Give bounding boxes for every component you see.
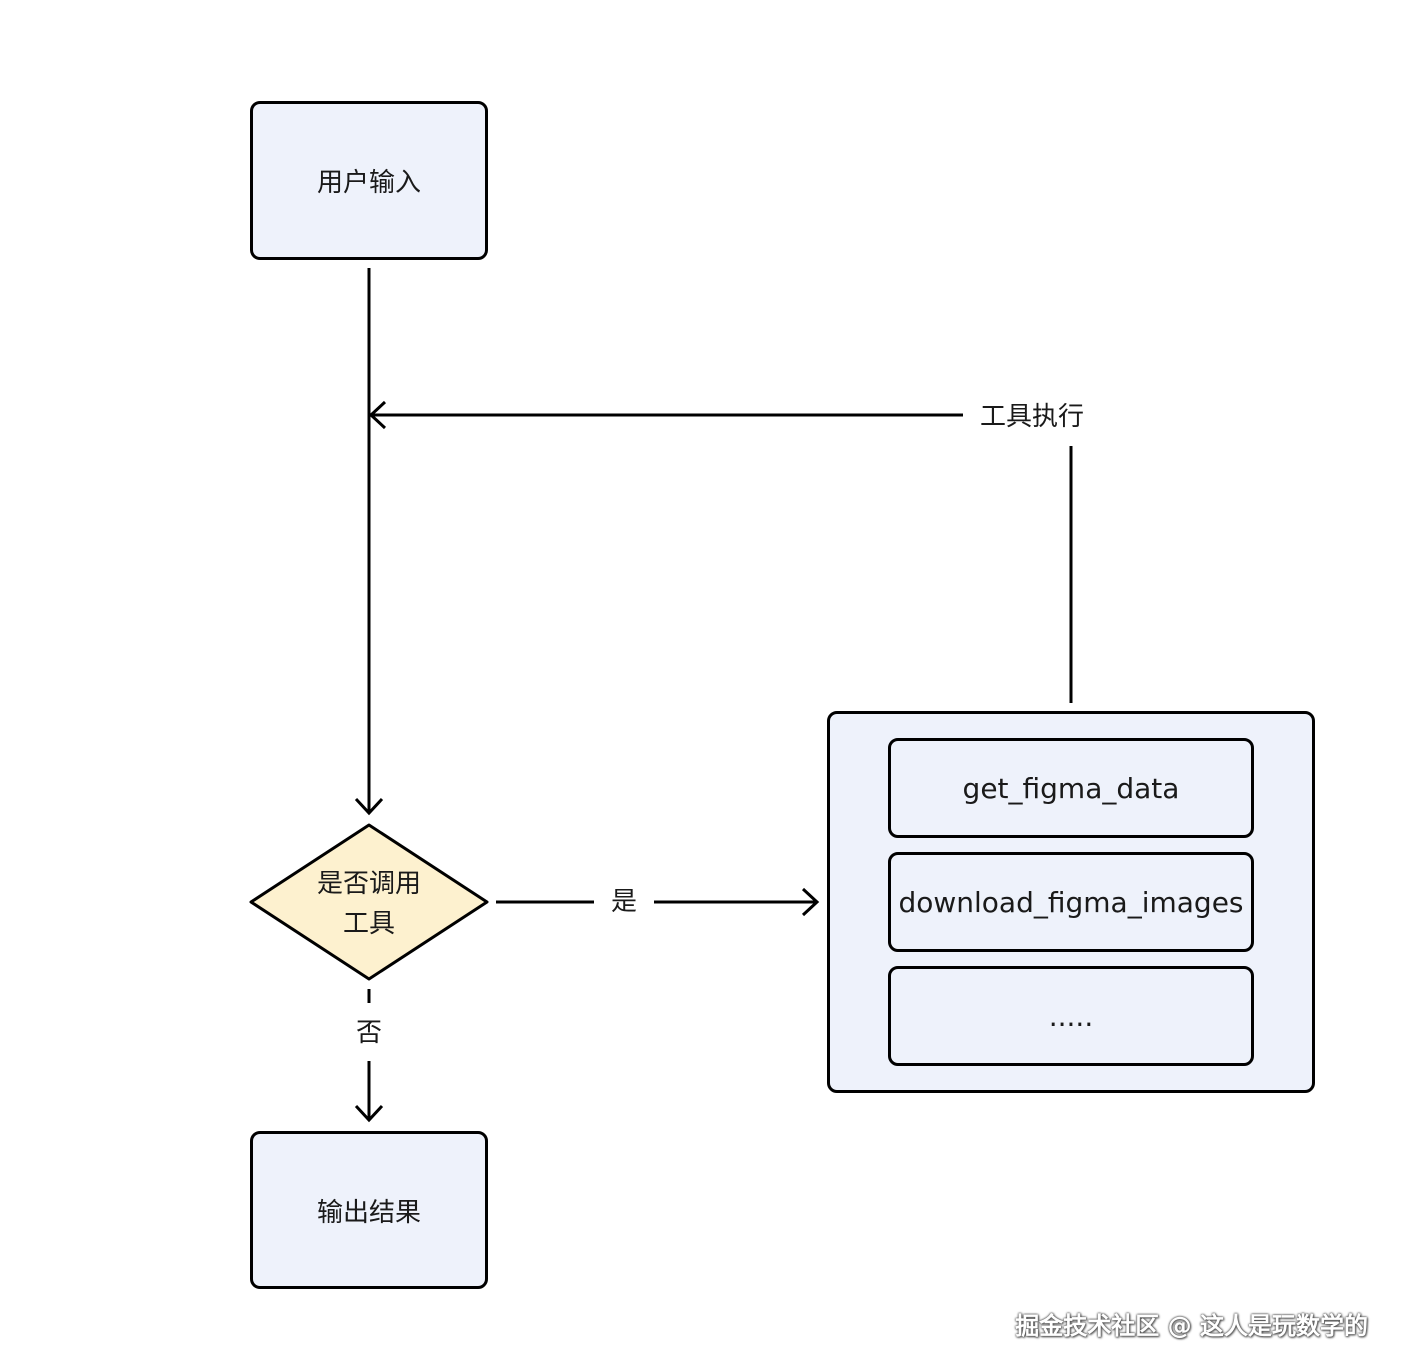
tool-label: download_figma_images [898,885,1244,919]
watermark: 掘金技术社区 @ 这人是玩数学的 [1015,1312,1368,1340]
output-label: 输出结果 [316,1197,421,1228]
arrowhead-decision [354,797,384,816]
edge-label-tool-exec: 工具执行 [980,402,1085,432]
decision-diamond [249,823,489,981]
tool-label: ..... [1048,999,1094,1033]
output-node: 输出结果 [250,1131,488,1289]
arrowhead-no [354,1104,384,1123]
decision-label: 是否调用 工具 [294,864,444,944]
decision-label-line1: 是否调用 [316,869,421,899]
user-input-node: 用户输入 [250,101,488,260]
tool-get-figma-data: get_figma_data [888,738,1254,838]
user-input-label: 用户输入 [316,168,421,198]
tool-download-figma-images: download_figma_images [888,852,1254,952]
arrowhead-yes [801,887,820,917]
decision-label-line2: 工具 [342,909,395,939]
edge-label-no: 否 [356,1018,383,1048]
tool-label: get_figma_data [962,771,1180,805]
arrowhead-return [368,400,387,430]
edge-label-yes: 是 [611,887,638,917]
tool-more: ..... [888,966,1254,1066]
